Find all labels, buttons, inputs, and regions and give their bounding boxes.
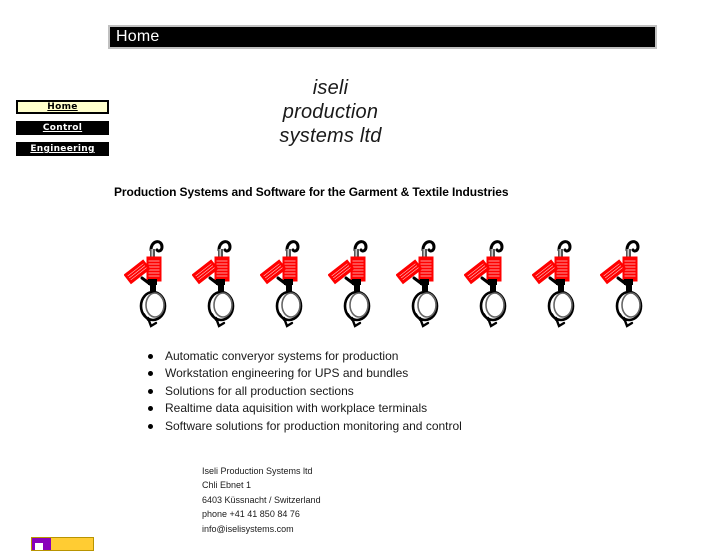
hanger-icon [328, 228, 396, 332]
list-item: Automatic converyor systems for producti… [140, 348, 462, 365]
address-city: 6403 Küssnacht / Switzerland [202, 494, 321, 505]
list-item-label: Software solutions for production monito… [165, 418, 462, 433]
hanger-icon [260, 228, 328, 332]
logo-line-1: iseli [312, 77, 349, 99]
main-navigation: Home Control Engineering [16, 100, 109, 163]
address-street: Chli Ebnet 1 [202, 480, 252, 491]
bottom-badge[interactable] [31, 537, 94, 551]
logo-line-2: production [282, 101, 379, 123]
feature-list: Automatic converyor systems for producti… [140, 348, 462, 435]
address-company: Iseli Production Systems ltd [202, 466, 313, 476]
hanger-icon [464, 228, 532, 332]
page-header-bar: Home [108, 25, 657, 49]
list-item: Realtime data aquisition with workplace … [140, 400, 462, 417]
list-item-label: Realtime data aquisition with workplace … [165, 401, 428, 416]
hanger-icon [192, 228, 260, 332]
list-item-label: Solutions for all production sections [165, 383, 354, 398]
address-phone: phone +41 41 850 84 76 [202, 509, 300, 520]
logo-line-3: systems ltd [279, 125, 382, 147]
bullet-icon [148, 371, 153, 377]
tagline: Production Systems and Software for the … [114, 185, 509, 199]
hanger-icon [532, 228, 600, 332]
bullet-icon [148, 423, 153, 429]
contact-address-block: Iseli Production Systems ltd Chli Ebnet … [202, 464, 321, 536]
sidebar-item-home[interactable]: Home [16, 100, 109, 114]
hanger-graphic-strip [124, 228, 669, 332]
company-logo: iseli production systems ltd [228, 76, 433, 148]
list-item-label: Workstation engineering for UPS and bund… [165, 366, 409, 381]
hanger-icon [396, 228, 464, 332]
page-title: Home [116, 28, 160, 45]
hanger-icon [124, 228, 192, 332]
list-item-label: Automatic converyor systems for producti… [165, 349, 399, 363]
sidebar-item-control[interactable]: Control [16, 121, 109, 135]
bullet-icon [148, 406, 153, 412]
bullet-icon [148, 354, 153, 359]
address-email[interactable]: info@iselisystems.com [202, 523, 294, 534]
list-item: Solutions for all production sections [140, 383, 462, 400]
badge-logo-icon [32, 538, 51, 550]
bullet-icon [148, 388, 153, 394]
sidebar-item-engineering[interactable]: Engineering [16, 142, 109, 156]
hanger-icon [600, 228, 668, 332]
list-item: Software solutions for production monito… [140, 418, 462, 435]
list-item: Workstation engineering for UPS and bund… [140, 365, 462, 382]
